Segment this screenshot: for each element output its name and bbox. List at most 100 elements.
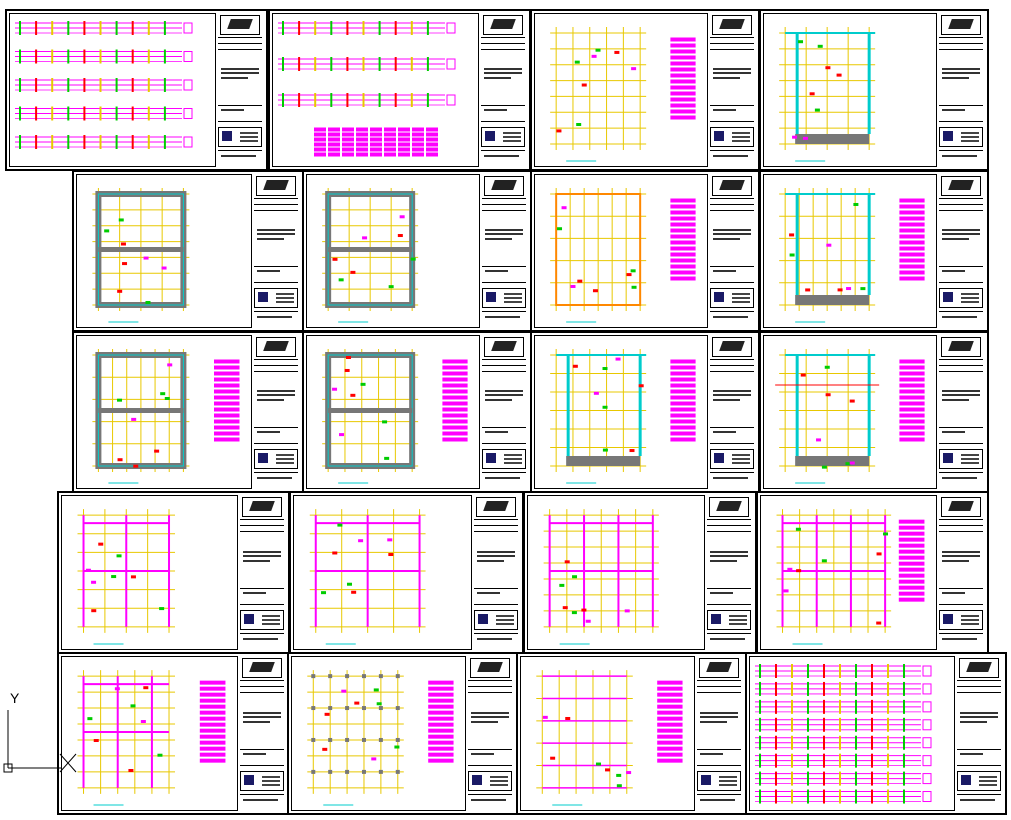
title-block-text: [257, 390, 295, 393]
title-block-text: [942, 77, 969, 80]
title-block-rule: [481, 49, 525, 50]
title-block-text: [700, 753, 723, 755]
sheet-drawing: [63, 658, 234, 809]
title-block-rule: [707, 531, 751, 532]
title-block-rule: [710, 49, 754, 50]
title-block-text: [942, 559, 969, 562]
title-block-rule: [939, 120, 983, 122]
title-block-rule: [939, 365, 983, 366]
title-block-rule: [957, 686, 1001, 687]
drawing-sheet[interactable]: [530, 331, 760, 493]
drawing-sheet[interactable]: [287, 652, 518, 815]
title-block-text: [257, 315, 292, 318]
title-block-logo: [256, 337, 296, 357]
drawing-sheet[interactable]: [530, 170, 760, 332]
title-block-logo: [484, 337, 524, 357]
title-block-rule: [957, 764, 1001, 766]
title-block-rule: [481, 43, 525, 44]
title-block-rule: [939, 37, 983, 38]
title-block-text: [484, 72, 522, 75]
drawing-sheet[interactable]: [289, 491, 524, 654]
title-block-text: [485, 233, 523, 236]
title-block-text: [713, 68, 751, 71]
title-block-logo: [256, 176, 296, 196]
title-block-rule: [707, 525, 751, 526]
drawing-sheet[interactable]: [756, 491, 989, 654]
drawing-sheet[interactable]: [72, 331, 304, 493]
drawing-sheet[interactable]: [759, 9, 989, 171]
title-block-rule: [482, 210, 526, 211]
sheet-drawing: [536, 337, 704, 487]
sheet-drawing: [274, 15, 475, 165]
title-block-rule: [468, 749, 512, 750]
title-block-text: [710, 550, 748, 553]
title-block-rule: [218, 37, 262, 38]
drawing-sheet[interactable]: [530, 9, 760, 171]
title-block-logo-box: [697, 770, 741, 791]
title-block-rule: [254, 427, 298, 429]
title-block-rule: [474, 603, 518, 605]
title-block-rule: [482, 266, 526, 268]
drawing-sheet[interactable]: [57, 652, 290, 815]
title-block: [465, 656, 514, 811]
title-block-text: [960, 711, 998, 714]
title-block-text: [942, 270, 965, 273]
title-block-text: [942, 72, 980, 75]
title-block-rule: [240, 531, 284, 532]
title-block-logo-box: [957, 770, 1001, 791]
drawing-sheet[interactable]: [302, 170, 532, 332]
title-block-text: [942, 229, 980, 232]
title-block-rule: [939, 519, 983, 520]
drawing-sheet[interactable]: [745, 652, 1007, 815]
title-block-rule: [710, 472, 754, 474]
title-block-text: [485, 390, 523, 393]
title-block-text: [485, 476, 520, 479]
title-block-rule: [254, 198, 298, 199]
title-block-rule: [240, 749, 284, 750]
drawing-sheet[interactable]: [516, 652, 747, 815]
title-block-text: [221, 154, 256, 157]
title-block-text: [942, 390, 980, 393]
title-block-logo: [484, 176, 524, 196]
title-block-rule: [939, 105, 983, 107]
title-block-text: [243, 554, 281, 557]
title-block-rule: [710, 210, 754, 211]
sheet-drawing: [78, 176, 248, 326]
title-block-rule: [218, 150, 262, 152]
title-block-text: [471, 798, 506, 801]
title-block-rule: [939, 588, 983, 589]
drawing-sheet[interactable]: [302, 331, 532, 493]
title-block-logo-box: [707, 609, 751, 630]
title-block-rule: [254, 311, 298, 313]
title-block-rule: [218, 120, 262, 122]
title-block-rule: [939, 359, 983, 360]
title-block-logo-box: [710, 448, 754, 469]
title-block-logo: [699, 658, 739, 678]
drawing-sheet[interactable]: [759, 170, 989, 332]
drawing-sheet[interactable]: [72, 170, 304, 332]
title-block-text: [243, 711, 281, 714]
title-block-rule: [240, 525, 284, 526]
title-block-rule: [939, 603, 983, 605]
title-block-text: [713, 229, 751, 232]
sheet-drawing: [293, 658, 462, 809]
title-block-text: [485, 399, 512, 402]
title-block-text: [477, 559, 504, 562]
drawing-sheet[interactable]: [5, 9, 268, 171]
title-block-rule: [939, 210, 983, 211]
title-block-rule: [710, 371, 754, 372]
title-block-text: [257, 476, 292, 479]
title-block-logo: [220, 15, 260, 35]
title-block-rule: [957, 680, 1001, 681]
drawing-sheet[interactable]: [759, 331, 989, 493]
title-block-logo-box: [482, 448, 526, 469]
title-block: [936, 174, 985, 328]
drawing-sheet[interactable]: [268, 9, 531, 171]
drawing-sheet[interactable]: [57, 491, 290, 654]
title-block-text: [700, 711, 738, 714]
title-block-text: [257, 233, 295, 236]
drawing-sheet[interactable]: [523, 491, 757, 654]
sheet-drawing: [762, 497, 933, 648]
title-block: [936, 13, 985, 167]
